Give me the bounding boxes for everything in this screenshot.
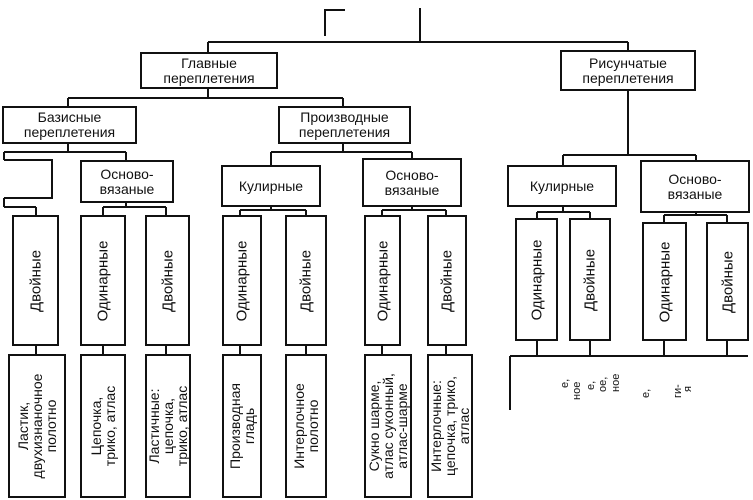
derived-warp-double-label: Двойные xyxy=(438,249,456,312)
figured-warp-knitted-box: Осново- вязаные xyxy=(640,160,750,213)
figured-weft-double-box: Двойные xyxy=(569,218,611,341)
leaf-derived-jersey: Производная гладь xyxy=(222,354,262,498)
figured-weaves-box: Рисунчатые переплетения xyxy=(560,50,696,91)
figured-warp-single-label: Одинарные xyxy=(656,241,673,322)
fragment-text-4: ое, xyxy=(597,376,609,392)
derived-warp-single-box: Одинарные xyxy=(364,215,401,346)
figured-weft-single-box: Одинарные xyxy=(515,218,558,341)
basic-warp-knitted-box: Осново- вязаные xyxy=(80,160,174,203)
leaf-interlock-chain-tricot-atlas: Интерлочные: цепочка, трико, атлас xyxy=(427,354,473,498)
figured-weft-double-label: Двойные xyxy=(581,248,599,311)
figured-warp-single-box: Одинарные xyxy=(642,222,687,341)
derived-weft-single-box: Одинарные xyxy=(222,215,262,346)
fragment-text-1: е, xyxy=(559,378,571,388)
leaf-chain-tricot-atlas: Цепочка, трико, атлас xyxy=(80,354,126,498)
leaf-chain-tricot-atlas-text: Цепочка, трико, атлас xyxy=(88,385,118,467)
derived-weft-knitted-box: Кулирные xyxy=(221,165,321,207)
figured-weft-single-label: Одинарные xyxy=(528,239,545,320)
figured-warp-double-box: Двойные xyxy=(706,222,749,341)
basic-warp-double-label: Двойные xyxy=(159,249,176,312)
derived-weft-double-label: Двойные xyxy=(297,249,315,312)
derived-warp-knitted-box: Осново- вязаные xyxy=(362,158,462,207)
leaf-charmeuse-satin-text: Сукно шарме, атлас суконный, атлас-шарме xyxy=(366,373,410,479)
leaf-interlock-chain-tricot-atlas-text: Интерлочные: цепочка, трико, атлас xyxy=(428,376,472,476)
leaf-rib-double-jersey: Ластик, двухизнаночное полотно xyxy=(8,354,66,498)
fragment-text-5: ное xyxy=(610,373,622,392)
basic-double-box: Двойные xyxy=(12,215,59,346)
derived-warp-single-label: Одинарные xyxy=(374,240,391,321)
leaf-charmeuse-satin: Сукно шарме, атлас суконный, атлас-шарме xyxy=(364,354,412,498)
basic-warp-double-box: Двойные xyxy=(145,215,190,346)
basic-warp-single-box: Одинарные xyxy=(80,215,126,346)
fragment-text-2: ное xyxy=(571,381,583,400)
derived-warp-double-box: Двойные xyxy=(427,215,467,346)
leaf-rib-double-jersey-text: Ластик, двухизнаночное полотно xyxy=(15,373,59,479)
fragment-text-3: е, xyxy=(585,380,597,390)
derived-weft-double-box: Двойные xyxy=(285,215,327,346)
leaf-interlock-fabric-text: Интерлочное полотно xyxy=(291,383,321,469)
leaf-rib-chain-tricot-atlas-text: Ластичные: цепочка, трико, атлас xyxy=(146,385,190,467)
derived-weaves-box: Производные переплетения xyxy=(278,106,411,144)
basic-warp-single-label: Одинарные xyxy=(94,240,112,321)
figured-warp-double-label: Двойные xyxy=(719,250,736,313)
leaf-rib-chain-tricot-atlas: Ластичные: цепочка, трико, атлас xyxy=(145,354,191,498)
derived-weft-single-label: Одинарные xyxy=(233,240,251,321)
leaf-interlock-fabric: Интерлочное полотно xyxy=(285,354,327,498)
fragment-text-6: е, xyxy=(640,388,652,398)
main-weaves-box: Главные переплетения xyxy=(140,52,278,89)
figured-weft-knitted-box: Кулирные xyxy=(507,165,617,207)
fragment-text-8: я xyxy=(682,386,694,392)
leaf-derived-jersey-text: Производная гладь xyxy=(227,383,257,469)
basic-double-label: Двойные xyxy=(27,249,44,312)
basic-weaves-box: Базисные переплетения xyxy=(2,106,137,144)
